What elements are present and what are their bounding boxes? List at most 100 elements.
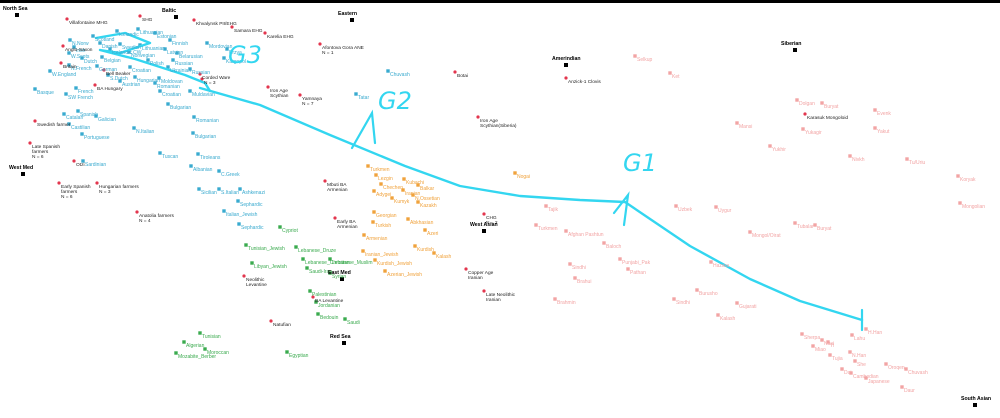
european-label: Icelandic	[119, 32, 139, 38]
asian-marker	[793, 221, 797, 225]
european-marker	[67, 122, 71, 126]
mideast-label: Kumyk	[394, 199, 410, 205]
mideast-marker	[379, 182, 383, 186]
reference-label: Red Sea	[330, 334, 351, 340]
ancient-marker	[323, 179, 327, 183]
asian-marker	[633, 54, 637, 58]
asian-marker	[826, 340, 830, 344]
asian-label: Brahui	[577, 279, 592, 285]
mideast-marker	[513, 171, 517, 175]
european-label: Scotland	[95, 37, 115, 43]
ancient-label: Yamnaya N = 7	[302, 97, 322, 107]
european-label: Tatar	[358, 95, 370, 101]
european-label: N.Italian	[136, 129, 155, 135]
asian-marker	[674, 204, 678, 208]
mideast-marker	[402, 177, 406, 181]
asian-marker	[735, 301, 739, 305]
mideast-label: Turkish	[375, 223, 392, 229]
european-label: Croatian	[162, 92, 181, 98]
ancient-marker	[72, 159, 76, 163]
asian-label: Ket	[672, 74, 680, 80]
asian-marker	[768, 144, 772, 148]
levant-label: Moroccan	[207, 350, 229, 356]
asian-label: Buryat	[817, 226, 832, 232]
mideast-label: Iranian_Jewish	[365, 252, 399, 258]
reference-label: Siberian	[781, 41, 802, 47]
ancient-marker	[803, 112, 807, 116]
levant-label: Saudi-Iran	[309, 269, 333, 275]
european-marker	[146, 58, 150, 62]
asian-marker	[811, 344, 815, 348]
ancient-marker	[59, 61, 63, 65]
ancient-label: Anatolia farmers N = 4	[139, 214, 174, 224]
ancient-marker	[230, 25, 234, 29]
reference-label: Amerindian	[552, 56, 581, 62]
asian-label: Baloch	[606, 244, 622, 250]
levant-label: Syrian	[332, 274, 347, 280]
european-marker	[168, 38, 172, 42]
mideast-marker	[401, 188, 405, 192]
reference-label: West Med	[9, 165, 34, 171]
european-marker	[72, 45, 76, 49]
mideast-marker	[372, 210, 376, 214]
european-marker	[67, 63, 71, 67]
european-label: Spanish	[80, 112, 99, 118]
levant-label: Tunisian	[202, 334, 221, 340]
european-label: Norwegian	[131, 53, 155, 59]
asian-label: Turkmen	[538, 226, 558, 232]
european-label: Croatian	[132, 68, 151, 74]
trend-line-g2-tick	[350, 109, 377, 150]
european-label: Catalan	[66, 115, 84, 121]
ancient-label: Khvalynsk PII/EHG	[196, 22, 237, 27]
european-marker	[127, 50, 131, 54]
european-label: Latvian	[167, 50, 184, 56]
ancient-marker	[482, 289, 486, 293]
levant-label: Algerian	[186, 343, 205, 349]
ancient-label: Anglo-Saxon	[65, 48, 93, 53]
mideast-marker	[390, 196, 394, 200]
european-label: S.Dutch	[110, 76, 128, 82]
asian-marker	[748, 230, 752, 234]
asian-label: Japanese	[868, 379, 890, 385]
european-marker	[166, 65, 170, 69]
levant-marker	[305, 266, 309, 270]
european-marker	[74, 86, 78, 90]
mideast-label: Turkmen	[370, 167, 390, 173]
asian-marker	[801, 127, 805, 131]
levant-marker	[182, 340, 186, 344]
european-marker	[91, 34, 95, 38]
ancient-marker	[263, 31, 267, 35]
ancient-label: Late Spanish farmers N = 6	[32, 145, 61, 160]
european-marker	[157, 76, 161, 80]
european-marker	[98, 41, 102, 45]
asian-marker	[553, 297, 557, 301]
asian-marker	[828, 353, 832, 357]
european-label: Romanian	[196, 118, 219, 124]
asian-marker	[820, 101, 824, 105]
mideast-label: Kazakh	[420, 203, 437, 209]
asian-label: Mongol/Oirat	[752, 233, 781, 239]
ancient-marker	[564, 76, 568, 80]
asian-marker	[850, 333, 854, 337]
asian-label: Miao	[815, 347, 826, 353]
asian-label: Tujia	[832, 356, 843, 362]
asian-label: Naxi	[824, 341, 835, 347]
ancient-label: Samara EHG	[234, 29, 263, 34]
mideast-marker	[423, 228, 427, 232]
european-label: Estonian	[157, 34, 177, 40]
european-marker	[189, 164, 193, 168]
european-marker	[115, 29, 119, 33]
european-label: Dutch	[84, 59, 98, 65]
european-marker	[67, 51, 71, 55]
ancient-label: CHG N = 2	[486, 216, 498, 226]
mideast-label: Kurdish	[417, 247, 434, 253]
european-marker	[237, 222, 241, 226]
european-label: Romanian	[157, 84, 180, 90]
reference-label: East Med	[328, 270, 351, 276]
asian-marker	[958, 201, 962, 205]
mideast-label: Iranian	[405, 191, 421, 197]
asian-label: Punjabi_Pak	[622, 260, 651, 266]
levant-label: Bedouin	[320, 315, 339, 321]
european-label: French	[78, 89, 94, 95]
ancient-label: Otzi	[76, 163, 85, 168]
